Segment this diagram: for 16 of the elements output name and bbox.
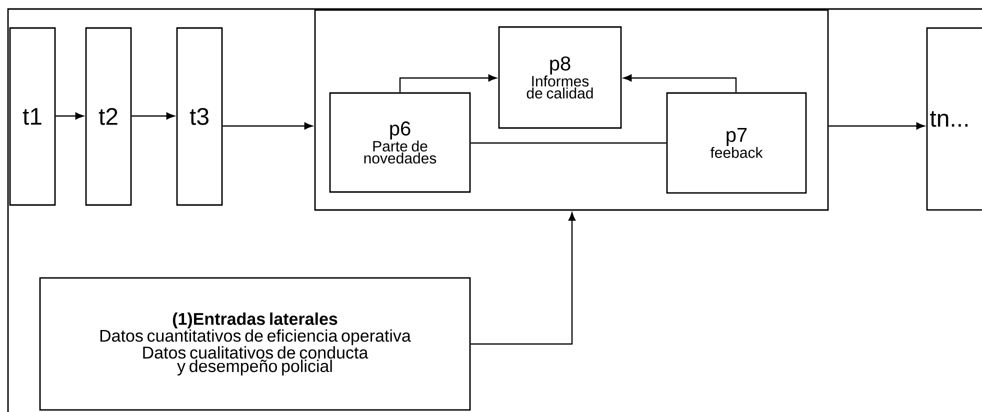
group-box bbox=[314, 9, 829, 211]
arrow bbox=[222, 122, 313, 130]
arrow bbox=[828, 122, 925, 130]
arrow bbox=[56, 112, 84, 120]
arrow bbox=[623, 74, 737, 92]
arrow bbox=[470, 212, 576, 345]
arrow bbox=[399, 74, 497, 92]
stage-box: t3 bbox=[176, 27, 223, 206]
process-box: p6 Parte de novedades bbox=[329, 92, 471, 193]
arrow bbox=[132, 112, 175, 120]
stage-box: tn... bbox=[926, 27, 982, 211]
stage-box: t2 bbox=[85, 27, 132, 206]
stage-box: t1 bbox=[9, 27, 56, 206]
process-box: p7 feeback bbox=[666, 92, 807, 194]
process-box: p8 Informes de calidad bbox=[498, 26, 622, 129]
input-box: (1)Entradas laterales Datos cuantitativos de eficiencia operativa Datos cualitativos de conducta y desempeño policial bbox=[39, 277, 471, 411]
